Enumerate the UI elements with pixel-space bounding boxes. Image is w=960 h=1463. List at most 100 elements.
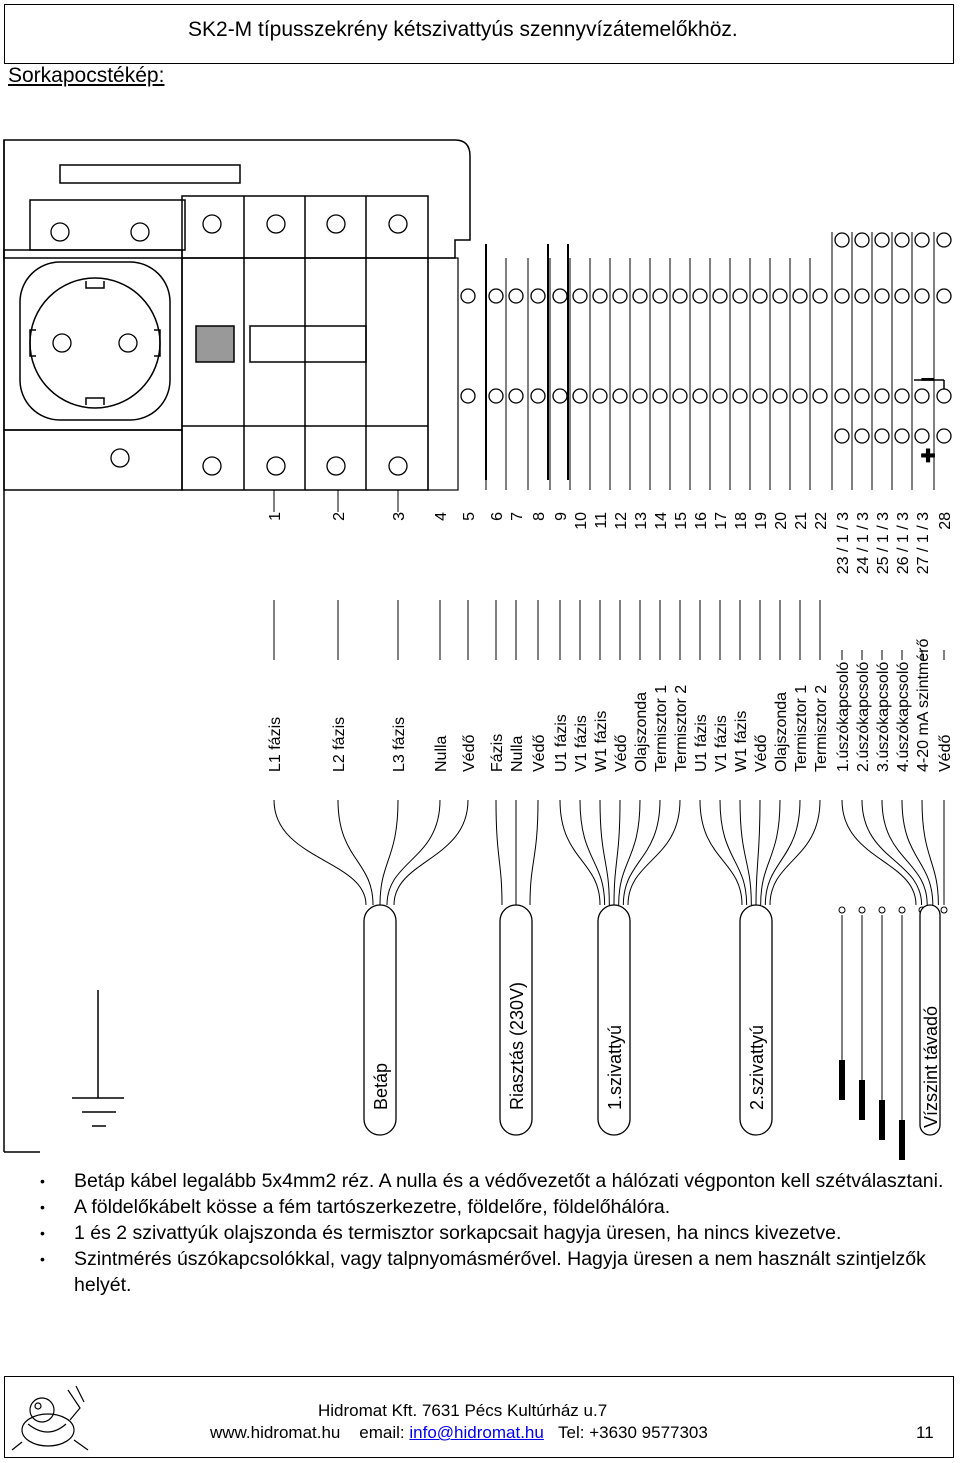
terminal-screw	[530, 288, 546, 304]
cable-wire	[599, 799, 610, 906]
terminal-label: Védő	[753, 735, 770, 772]
terminal-number: 18	[733, 512, 750, 530]
cable-label: 2.szivattyú	[747, 1025, 767, 1110]
breaker-toggle	[195, 325, 235, 363]
terminal-screw	[552, 388, 568, 404]
terminal-screw	[572, 388, 588, 404]
terminal-label: U1 fázis	[553, 714, 570, 772]
cable-jacket	[499, 904, 533, 1136]
terminal-screw	[894, 428, 910, 444]
note-item: A földelőkábelt kösse a fém tartószerkez…	[40, 1194, 952, 1220]
terminal-number: 19	[753, 512, 770, 530]
breaker-screw	[326, 456, 346, 476]
terminal-screw	[612, 388, 628, 404]
cable-wire	[393, 799, 469, 906]
terminal-screw	[812, 288, 828, 304]
terminal-number: 20	[773, 512, 790, 530]
cable-jacket	[597, 904, 631, 1136]
cable-jacket	[739, 904, 773, 1136]
cable-wire	[699, 799, 743, 906]
terminal-label: 4.úszókapcsoló	[895, 662, 912, 772]
terminal-screw	[834, 288, 850, 304]
section-label: Sorkapocstékép:	[8, 64, 165, 87]
terminal-label: 1.úszókapcsoló	[835, 662, 852, 772]
cable-wire	[529, 799, 539, 906]
terminal-screw	[914, 388, 930, 404]
terminal-number: 9	[553, 512, 570, 521]
cable-wire	[755, 799, 761, 906]
terminal-screw	[632, 288, 648, 304]
terminal-number: 6	[489, 512, 506, 521]
float-switch-end	[858, 906, 866, 914]
terminal-screw	[592, 388, 608, 404]
terminal-screw	[936, 388, 952, 404]
terminal-screw	[894, 388, 910, 404]
terminal-screw	[530, 388, 546, 404]
terminal-label: Védő	[531, 735, 548, 772]
terminal-screw	[914, 428, 930, 444]
terminal-number: 10	[573, 512, 590, 530]
terminal-screw	[712, 288, 728, 304]
terminal-screw	[874, 288, 890, 304]
terminal-number: 25 / 1 / 3	[875, 512, 892, 574]
breaker-screw	[388, 214, 408, 234]
terminal-number: 28	[937, 512, 954, 530]
cable-wire	[379, 799, 399, 906]
terminal-label: Védő	[937, 735, 954, 772]
note-item: Betáp kábel legalább 5x4mm2 réz. A nulla…	[40, 1168, 952, 1194]
terminal-number: 16	[693, 512, 710, 530]
terminal-block-outline	[427, 257, 459, 491]
terminal-screw	[914, 288, 930, 304]
frog-logo-icon	[11, 1385, 89, 1451]
minus-sign: −	[920, 364, 935, 394]
float-switch-end	[878, 906, 886, 914]
float-switch-weight	[899, 1120, 905, 1160]
cable-wire	[613, 799, 621, 906]
terminal-screw	[572, 288, 588, 304]
terminal-label: L2 fázis	[331, 717, 348, 772]
terminal-label: Nulla	[433, 735, 450, 772]
rail-screw	[50, 222, 70, 242]
terminal-screw	[874, 232, 890, 248]
float-switch-weight	[839, 1060, 845, 1100]
terminal-screw	[792, 388, 808, 404]
terminal-screw	[692, 288, 708, 304]
cable-label: 1.szivattyú	[605, 1025, 625, 1110]
terminal-screw	[812, 388, 828, 404]
socket-pin	[52, 333, 72, 353]
terminal-screw	[552, 288, 568, 304]
footer-contact: www.hidromat.hu email: info@hidromat.hu …	[210, 1423, 708, 1443]
page-number: 11	[916, 1423, 934, 1442]
terminal-label: Termisztor 1	[653, 685, 670, 772]
terminal-number: 4	[433, 512, 450, 521]
terminal-screw	[460, 388, 476, 404]
breaker-screw	[202, 456, 222, 476]
cable-wire	[719, 799, 748, 906]
notes-list: Betáp kábel legalább 5x4mm2 réz. A nulla…	[40, 1168, 952, 1298]
footer-email-link[interactable]: info@hidromat.hu	[409, 1423, 544, 1442]
terminal-number: 15	[673, 512, 690, 530]
cable-wire	[579, 799, 606, 906]
terminal-screw	[936, 428, 952, 444]
terminal-label: V1 fázis	[573, 715, 590, 772]
footer-company: Hidromat Kft. 7631 Pécs Kultúrház u.7	[318, 1401, 608, 1420]
terminal-screw	[834, 428, 850, 444]
rail-screw	[130, 222, 150, 242]
terminal-number: 14	[653, 512, 670, 530]
terminal-screw	[854, 232, 870, 248]
header-box	[4, 4, 954, 64]
terminal-number: 17	[713, 512, 730, 530]
cable-wire	[495, 799, 503, 906]
cable-label: Betáp	[371, 1063, 391, 1110]
socket-left-clip	[29, 329, 36, 357]
socket-frame	[19, 261, 171, 421]
footer-website[interactable]: www.hidromat.hu	[210, 1423, 341, 1442]
float-switch-weight	[879, 1100, 885, 1140]
terminal-number: 7	[509, 512, 526, 521]
terminal-screw	[936, 288, 952, 304]
cable-wire	[764, 799, 801, 906]
terminal-label: V1 fázis	[713, 715, 730, 772]
cable-wire	[769, 799, 821, 906]
cable-wire	[622, 799, 661, 906]
terminal-label: 2.úszókapcsoló	[855, 662, 872, 772]
